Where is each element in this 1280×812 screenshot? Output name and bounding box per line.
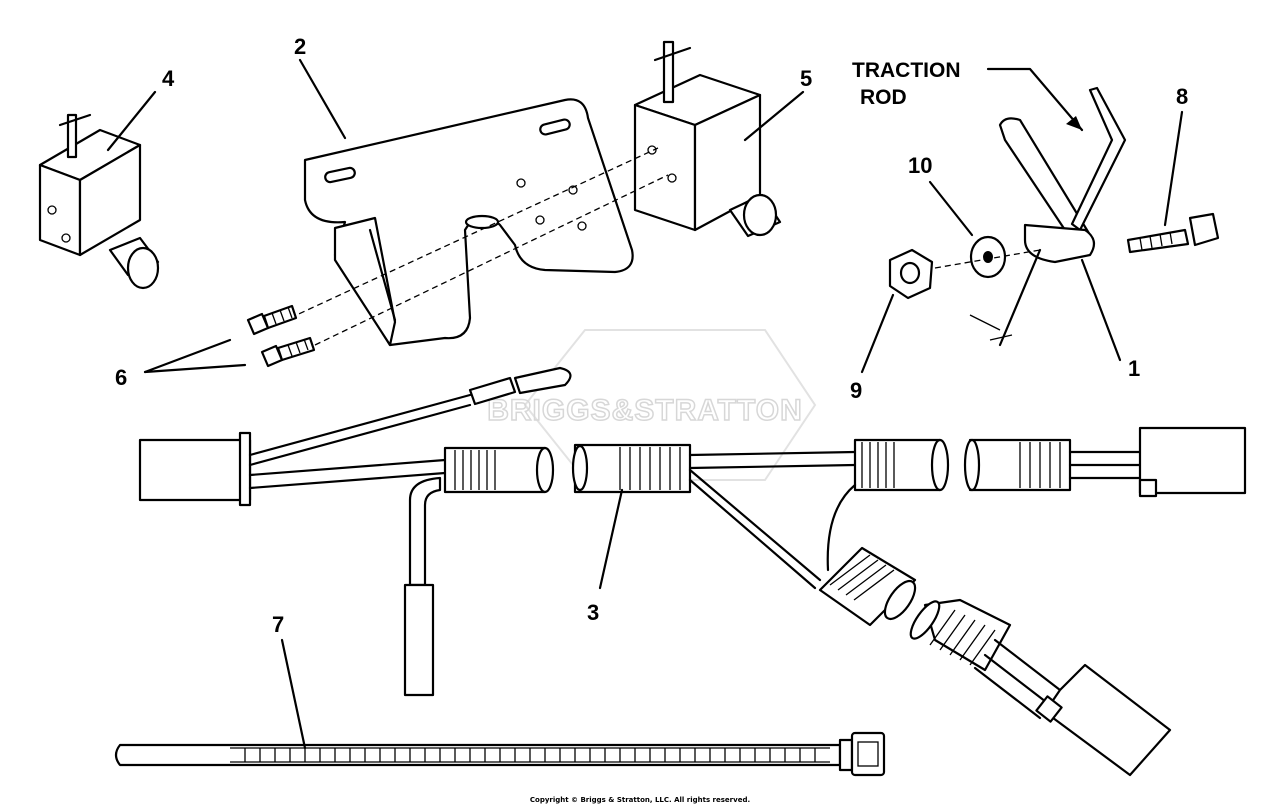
watermark-text: BRIGGS&STRATTON xyxy=(487,394,803,427)
washer-part-10 xyxy=(969,235,1007,279)
cable-tie-part-7 xyxy=(114,731,886,777)
callout-7: 7 xyxy=(272,612,284,637)
alignment-lines xyxy=(289,147,669,346)
callout-10: 10 xyxy=(908,153,932,178)
bracket-part-2 xyxy=(303,98,634,347)
screw-lower xyxy=(260,336,316,368)
callout-9: 9 xyxy=(850,378,862,403)
screws-part-6 xyxy=(246,304,316,368)
switch-part-5 xyxy=(633,40,782,238)
traction-rod-assembly xyxy=(888,86,1220,347)
callout-2: 2 xyxy=(294,34,306,59)
nut-part-9 xyxy=(888,248,934,300)
callout-8: 8 xyxy=(1176,84,1188,109)
switch-part-4 xyxy=(38,113,160,290)
callout-6: 6 xyxy=(115,365,127,390)
callout-4: 4 xyxy=(162,66,175,91)
traction-rod-label-line2: ROD xyxy=(860,86,907,109)
screw-upper xyxy=(246,304,298,336)
left-connector xyxy=(138,438,252,502)
right-connector xyxy=(1138,426,1247,495)
screw-part-8 xyxy=(1126,212,1220,254)
copyright-notice: Copyright © Briggs & Stratton, LLC. All … xyxy=(529,796,751,804)
traction-rod-label-line1: TRACTION xyxy=(852,59,961,82)
callout-5: 5 xyxy=(800,66,812,91)
callout-3: 3 xyxy=(587,600,599,625)
callout-1: 1 xyxy=(1128,356,1140,381)
leader-lines xyxy=(106,58,1184,750)
wire-harness-part-3 xyxy=(138,366,1247,777)
